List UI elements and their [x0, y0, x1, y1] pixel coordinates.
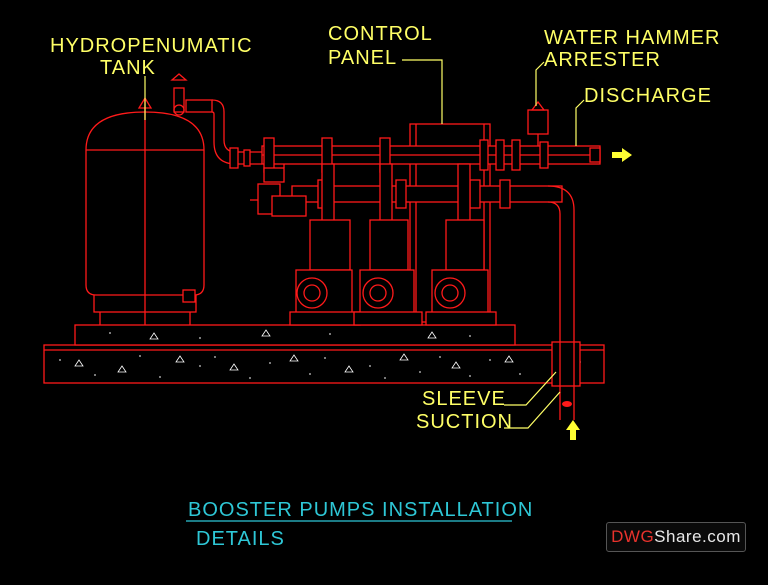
suction-arrow-icon	[566, 420, 580, 440]
concrete-speckle	[59, 329, 581, 379]
pressure-switch-assembly	[250, 164, 307, 217]
control-panel-label-line2: PANEL	[328, 47, 397, 69]
watermark-part-dwg: DWG	[611, 527, 655, 546]
tank-connection-pipe	[170, 73, 262, 169]
pump-2	[353, 163, 423, 326]
sleeve-label: SLEEVE	[422, 388, 506, 410]
concrete-base	[43, 324, 605, 384]
discharge-label: DISCHARGE	[584, 85, 712, 107]
water-hammer-label-line2: ARRESTER	[544, 49, 661, 71]
water-hammer-arrester	[527, 100, 549, 146]
discharge-arrow-icon	[612, 148, 632, 162]
control-panel-label-line1: CONTROL	[328, 23, 433, 45]
water-hammer-label-line1: WATER HAMMER	[544, 27, 720, 49]
drawing-title-line1: BOOSTER PUMPS INSTALLATION	[188, 499, 533, 521]
tank-label-line2: TANK	[100, 57, 156, 79]
pump-3	[425, 163, 497, 326]
leader-lines	[144, 59, 585, 429]
hydropneumatic-tank	[85, 96, 205, 325]
tank-label-line1: HYDROPENUMATIC	[50, 35, 253, 57]
suction-label: SUCTION	[416, 411, 513, 433]
watermark-part-share: Share.com	[654, 527, 741, 546]
drawing-title-line2: DETAILS	[196, 528, 285, 550]
pump-1	[289, 163, 361, 326]
